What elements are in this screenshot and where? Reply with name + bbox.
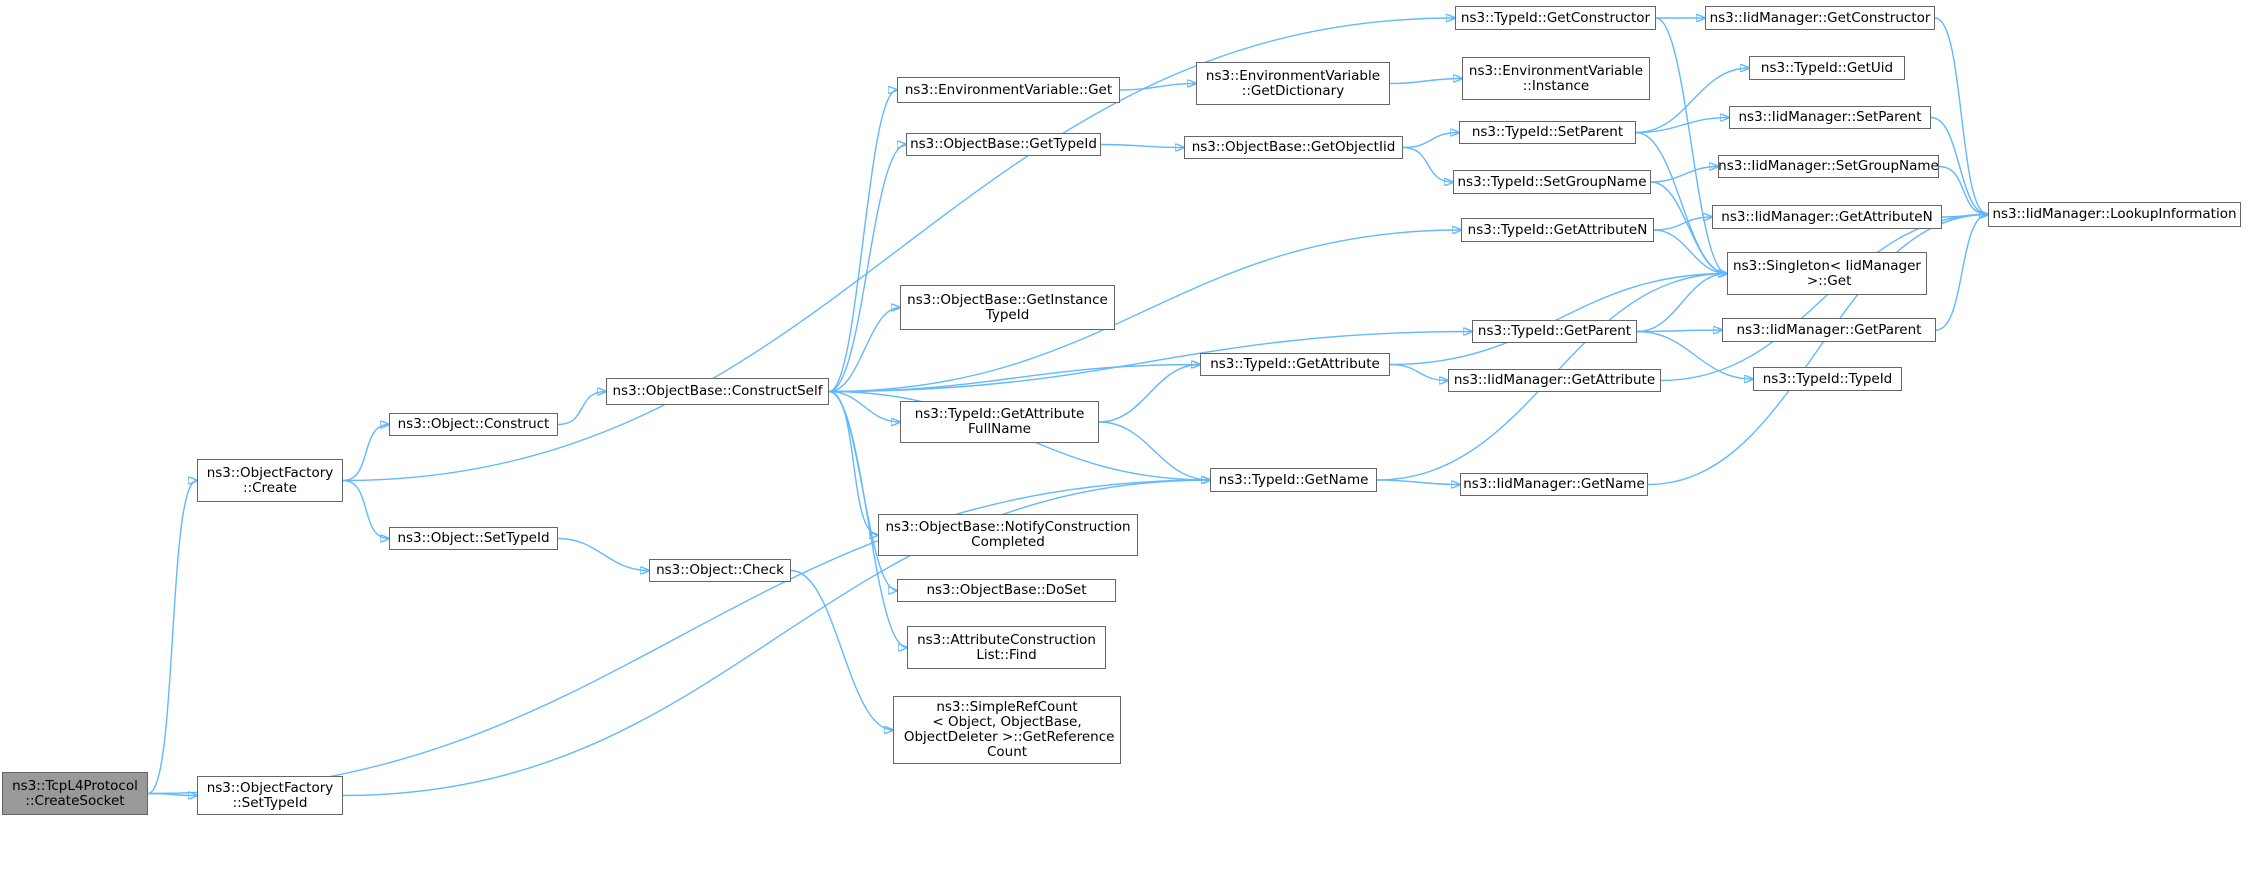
call-edge-tidSetParent-to-singletonGet xyxy=(1635,131,1727,274)
call-edge-envGetDict-to-envInstance xyxy=(1389,79,1462,85)
call-edge-tidGetName-to-iidGetName xyxy=(1376,479,1460,485)
call-edge-constructSelf-to-tidGetAttrFullName xyxy=(828,390,900,423)
node-objConstruct[interactable]: ns3::Object::Construct xyxy=(389,413,558,436)
node-aclFind[interactable]: ns3::AttributeConstruction List::Find xyxy=(907,626,1106,669)
call-edge-tidGetConstructor-to-singletonGet xyxy=(1655,17,1727,274)
call-edge-tidGetAttrFullName-to-tidGetAttribute xyxy=(1098,365,1200,423)
node-objSetTypeId[interactable]: ns3::Object::SetTypeId xyxy=(389,527,558,550)
call-edge-tidGetParent-to-tidTypeId xyxy=(1636,330,1753,380)
call-edge-constructSelf-to-envGet xyxy=(828,90,897,393)
node-root[interactable]: ns3::TcpL4Protocol ::CreateSocket xyxy=(2,772,148,815)
call-edge-root-to-tidGetName xyxy=(147,480,1210,795)
node-tidTypeId[interactable]: ns3::TypeId::TypeId xyxy=(1753,367,1902,391)
node-obGetTypeId[interactable]: ns3::ObjectBase::GetTypeId xyxy=(906,133,1101,156)
node-objCheck[interactable]: ns3::Object::Check xyxy=(649,559,791,582)
node-tidSetGroupName[interactable]: ns3::TypeId::SetGroupName xyxy=(1453,170,1651,194)
node-ofSetTypeId[interactable]: ns3::ObjectFactory ::SetTypeId xyxy=(197,776,343,815)
call-edge-obGetTypeId-to-obGetObjectIid xyxy=(1100,145,1184,148)
node-ofCreate[interactable]: ns3::ObjectFactory ::Create xyxy=(197,459,343,502)
node-obDoSet[interactable]: ns3::ObjectBase::DoSet xyxy=(897,579,1116,602)
call-edge-iidSetParent-to-iidLookup xyxy=(1930,116,1988,215)
call-edge-ofCreate-to-tidGetConstructor xyxy=(342,18,1455,482)
node-srcGetRef[interactable]: ns3::SimpleRefCount < Object, ObjectBase… xyxy=(893,696,1121,764)
call-edge-constructSelf-to-aclFind xyxy=(828,390,907,648)
call-edge-constructSelf-to-tidGetAttribute xyxy=(828,365,1200,393)
call-edge-tidGetAttribute-to-iidGetAttribute xyxy=(1389,363,1448,381)
call-edge-constructSelf-to-tidGetParent xyxy=(828,332,1472,393)
call-edge-objCheck-to-srcGetRef xyxy=(790,569,893,731)
node-tidGetAttributeN[interactable]: ns3::TypeId::GetAttributeN xyxy=(1461,218,1654,242)
node-envGet[interactable]: ns3::EnvironmentVariable::Get xyxy=(897,77,1120,103)
call-edge-iidSetGroupName-to-iidLookup xyxy=(1938,165,1988,215)
call-edge-constructSelf-to-tidGetAttributeN xyxy=(828,230,1461,393)
call-edge-tidSetGroupName-to-singletonGet xyxy=(1650,181,1727,274)
call-edge-iidGetName-to-iidLookup xyxy=(1647,215,1988,486)
node-iidGetAttributeN[interactable]: ns3::IidManager::GetAttributeN xyxy=(1712,205,1942,229)
call-edge-constructSelf-to-obNotify xyxy=(828,390,878,536)
node-envGetDict[interactable]: ns3::EnvironmentVariable ::GetDictionary xyxy=(1196,62,1390,105)
call-edge-constructSelf-to-obGetTypeId xyxy=(828,145,906,393)
node-iidSetParent[interactable]: ns3::IidManager::SetParent xyxy=(1729,106,1931,129)
node-tidGetAttrFullName[interactable]: ns3::TypeId::GetAttribute FullName xyxy=(900,401,1099,443)
node-obNotify[interactable]: ns3::ObjectBase::NotifyConstruction Comp… xyxy=(878,514,1138,556)
call-edge-ofCreate-to-objSetTypeId xyxy=(342,479,389,539)
node-tidSetParent[interactable]: ns3::TypeId::SetParent xyxy=(1459,121,1636,144)
node-iidSetGroupName[interactable]: ns3::IidManager::SetGroupName xyxy=(1718,155,1939,178)
call-edge-root-to-ofCreate xyxy=(147,481,197,795)
node-obGetObjectIid[interactable]: ns3::ObjectBase::GetObjectIid xyxy=(1184,136,1403,159)
node-tidGetUid[interactable]: ns3::TypeId::GetUid xyxy=(1749,56,1905,80)
call-edge-tidGetParent-to-singletonGet xyxy=(1636,274,1727,333)
node-envInstance[interactable]: ns3::EnvironmentVariable ::Instance xyxy=(1462,57,1650,100)
call-edge-iidGetParent-to-iidLookup xyxy=(1935,215,1988,331)
call-edge-iidGetAttribute-to-iidLookup xyxy=(1660,215,1988,382)
node-tidGetParent[interactable]: ns3::TypeId::GetParent xyxy=(1472,320,1637,343)
node-iidLookup[interactable]: ns3::IidManager::LookupInformation xyxy=(1988,202,2241,227)
call-edge-tidSetGroupName-to-iidSetGroupName xyxy=(1650,167,1718,183)
node-obGetInstanceTypeId[interactable]: ns3::ObjectBase::GetInstance TypeId xyxy=(900,285,1115,330)
call-edge-constructSelf-to-obGetInstanceTypeId xyxy=(828,308,900,393)
call-edge-tidGetAttrFullName-to-tidGetName xyxy=(1098,421,1210,480)
call-edge-tidGetAttributeN-to-singletonGet xyxy=(1653,229,1727,274)
call-edge-objConstruct-to-constructSelf xyxy=(557,392,606,426)
call-edge-ofCreate-to-objConstruct xyxy=(342,425,389,482)
call-edge-tidGetParent-to-iidGetParent xyxy=(1636,330,1722,332)
node-tidGetName[interactable]: ns3::TypeId::GetName xyxy=(1210,468,1377,492)
call-edge-envGet-to-envGetDict xyxy=(1119,84,1196,91)
node-tidGetAttribute[interactable]: ns3::TypeId::GetAttribute xyxy=(1200,353,1390,376)
node-iidGetParent[interactable]: ns3::IidManager::GetParent xyxy=(1722,318,1936,342)
call-edge-objSetTypeId-to-objCheck xyxy=(557,537,649,571)
call-edge-tidSetParent-to-iidSetParent xyxy=(1635,118,1729,134)
call-edge-tidSetParent-to-tidGetUid xyxy=(1635,68,1749,134)
call-edge-tidGetAttributeN-to-iidGetAttributeN xyxy=(1653,217,1712,231)
node-iidGetAttribute[interactable]: ns3::IidManager::GetAttribute xyxy=(1448,369,1661,392)
call-edge-obGetObjectIid-to-tidSetParent xyxy=(1402,133,1459,149)
call-edge-tidGetAttribute-to-singletonGet xyxy=(1389,274,1727,366)
node-iidGetName[interactable]: ns3::IidManager::GetName xyxy=(1460,473,1648,496)
call-edge-obGetObjectIid-to-tidSetGroupName xyxy=(1402,146,1453,183)
node-iidGetConstructor[interactable]: ns3::IidManager::GetConstructor xyxy=(1705,6,1935,30)
node-singletonGet[interactable]: ns3::Singleton< IidManager >::Get xyxy=(1727,252,1927,295)
call-edge-ofSetTypeId-to-tidGetName xyxy=(342,480,1210,797)
node-constructSelf[interactable]: ns3::ObjectBase::ConstructSelf xyxy=(606,378,829,405)
node-tidGetConstructor[interactable]: ns3::TypeId::GetConstructor xyxy=(1455,6,1656,30)
call-edge-iidGetConstructor-to-iidLookup xyxy=(1934,17,1988,215)
